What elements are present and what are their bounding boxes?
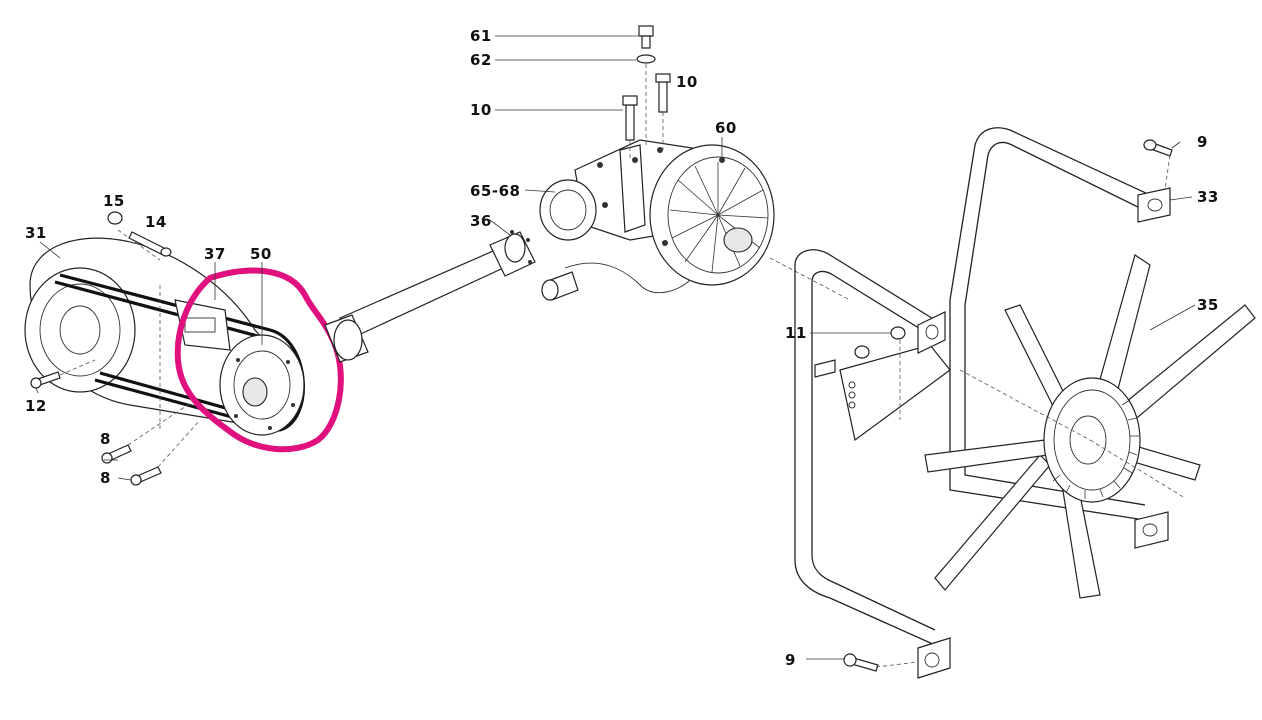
label-61: 61 <box>470 27 492 45</box>
label-33: 33 <box>1197 188 1219 206</box>
label-9-top: 9 <box>1197 133 1208 151</box>
label-11: 11 <box>785 324 807 342</box>
label-14: 14 <box>145 213 167 231</box>
fan-guard-frame <box>794 127 1173 679</box>
label-8-lower: 8 <box>100 469 111 487</box>
label-36: 36 <box>470 212 492 230</box>
label-35: 35 <box>1197 296 1219 314</box>
label-12: 12 <box>25 397 47 415</box>
label-62: 62 <box>470 51 492 69</box>
highlight-circle <box>174 267 344 453</box>
label-15: 15 <box>103 192 125 210</box>
drive-shaft <box>324 230 536 363</box>
hydraulic-pump-gearbox <box>539 25 851 301</box>
label-8-upper: 8 <box>100 430 111 448</box>
label-10-left: 10 <box>470 101 492 119</box>
label-65-68: 65-68 <box>470 182 520 200</box>
label-10-right: 10 <box>676 73 698 91</box>
label-37: 37 <box>204 245 226 263</box>
leader-lines <box>35 35 1196 660</box>
label-9-bottom: 9 <box>785 651 796 669</box>
part-labels: 61 62 10 10 60 65-68 36 15 14 31 37 50 1… <box>25 27 1219 669</box>
label-31: 31 <box>25 224 47 242</box>
cooling-fan <box>924 254 1256 599</box>
label-50: 50 <box>250 245 272 263</box>
label-60: 60 <box>715 119 737 137</box>
